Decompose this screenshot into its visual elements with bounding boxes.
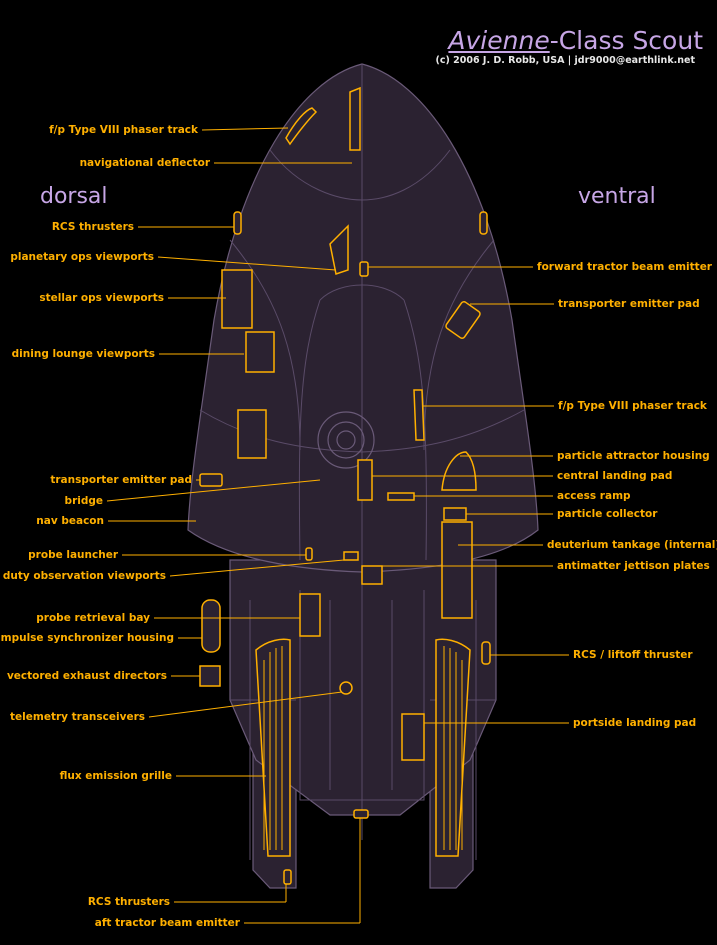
grille-slats [263,646,463,850]
label-impulse-synchronizer-housing: impulse synchronizer housing [0,632,174,644]
phaser-track-dorsal [285,107,318,146]
ship-hull [187,63,539,889]
label-vectored-exhaust-directors: vectored exhaust directors [6,670,167,682]
rcs-thruster-stbd [479,211,488,235]
particle-collector [443,507,467,521]
view-label-dorsal: dorsal [40,184,108,209]
label-probe-retrieval-bay: probe retrieval bay [36,612,150,624]
exhaust-directors [199,665,221,687]
label-portside-landing-pad: portside landing pad [573,717,697,729]
label-rcs-thrusters-fwd: RCS thrusters [51,221,134,233]
leader-left-0 [201,127,289,131]
telemetry-transceiver [339,681,353,695]
label-stellar-ops-viewports: stellar ops viewports [39,292,164,304]
transporter-emitter-pad-dorsal [199,473,223,487]
transporter-emitter-pad-ventral [445,301,481,339]
forward-tractor-emitter [359,261,369,277]
probe-launcher [305,547,313,561]
impulse-housing [201,599,221,653]
access-ramp [387,492,415,501]
planetary-ops-viewports [329,224,349,275]
particle-attractor [441,451,477,491]
label-rcs-liftoff-thruster: RCS / liftoff thruster [573,649,693,661]
deuterium-tankage [441,521,473,619]
stellar-ops-viewports [221,269,253,329]
label-phaser-track-dorsal: f/p Type VIII phaser track [49,124,198,136]
dining-lounge-viewports-2 [237,409,267,459]
nav-deflector [349,86,361,151]
dining-lounge-viewports [245,331,275,373]
label-duty-observation-viewports: duty observation viewports [2,570,166,582]
label-telemetry-transceivers: telemetry transceivers [10,711,145,723]
rcs-liftoff-thruster [481,641,491,665]
label-flux-emission-grille: flux emission grille [59,770,172,782]
label-forward-tractor-beam-emitter: forward tractor beam emitter [537,261,712,273]
page-title: Avienne-Class Scout [448,26,703,55]
label-phaser-track-ventral: f/p Type VIII phaser track [558,400,707,412]
probe-retrieval-bay [299,593,321,637]
label-dining-lounge-viewports: dining lounge viewports [11,348,155,360]
aft-tractor-emitter [353,809,369,819]
bridge-dome [317,411,375,469]
label-deuterium-tankage: deuterium tankage (internal) [547,539,717,551]
duty-observation-viewports [343,551,359,561]
label-planetary-ops-viewports: planetary ops viewports [10,251,154,263]
antimatter-jettison-plates [361,565,383,585]
leader-left-10 [169,559,345,577]
label-nav-beacon: nav beacon [36,515,104,527]
label-transporter-emitter-pad-ventral: transporter emitter pad [558,298,700,310]
rcs-thrusters-aft [283,869,292,885]
title-class-name: Avienne [448,26,550,55]
label-rcs-thrusters-aft: RCS thrusters [87,896,170,908]
leader-lines [106,127,569,924]
leader-left-14 [148,691,343,718]
label-probe-launcher: probe launcher [28,549,118,561]
rcs-thruster-port [233,211,242,235]
label-navigational-deflector: navigational deflector [79,157,210,169]
central-landing-pad [357,459,373,501]
label-transporter-emitter-pad-dorsal: transporter emitter pad [50,474,192,486]
leader-left-3 [157,256,337,271]
label-bridge: bridge [64,495,103,507]
label-particle-collector: particle collector [557,508,658,520]
hull-detail-lines [199,64,525,860]
title-suffix: -Class Scout [549,26,703,55]
label-access-ramp: access ramp [557,490,631,502]
ship-fittings [199,86,491,885]
label-central-landing-pad: central landing pad [557,470,673,482]
label-particle-attractor-housing: particle attractor housing [557,450,710,462]
label-aft-tractor-beam-emitter: aft tractor beam emitter [94,917,240,929]
phaser-track-ventral [413,389,425,441]
portside-landing-pad [401,713,425,761]
credit-line: (c) 2006 J. D. Robb, USA | jdr9000@earth… [435,55,695,66]
leader-left-7 [106,479,321,502]
view-label-ventral: ventral [578,184,656,209]
label-antimatter-jettison-plates: antimatter jettison plates [557,560,710,572]
